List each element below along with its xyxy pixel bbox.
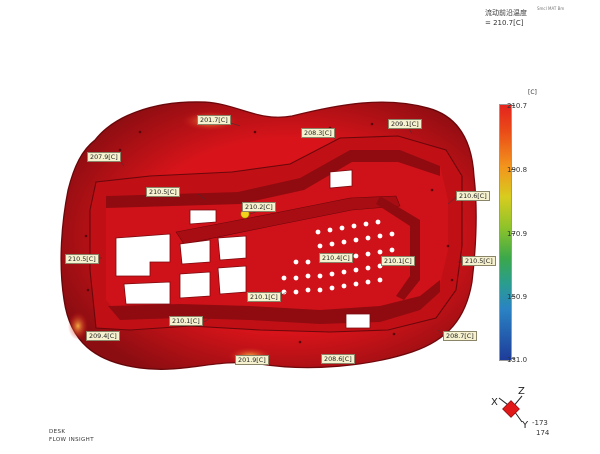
legend-label: 150.9	[507, 293, 528, 301]
temperature-probe[interactable]: 210.2[C]	[242, 202, 276, 212]
legend-label: 190.8	[507, 166, 528, 174]
temperature-probe[interactable]: 210.1[C]	[169, 316, 203, 326]
triad-readout: -173	[532, 419, 548, 427]
color-legend-bar	[499, 104, 512, 361]
legend-label: 170.9	[507, 230, 528, 238]
legend-tick	[511, 169, 515, 170]
header-tiny-marks: Smcl MAT Bm	[537, 6, 565, 11]
result-title: 流动前沿温度	[485, 9, 527, 17]
legend-unit: [C]	[528, 89, 537, 96]
temperature-probe[interactable]: 201.9[C]	[235, 355, 269, 365]
result-value: = 210.7[C]	[485, 19, 524, 27]
legend-tick	[511, 105, 515, 106]
legend-tick	[511, 358, 515, 359]
legend-tick	[511, 296, 515, 297]
temperature-probe[interactable]: 209.4[C]	[86, 331, 120, 341]
triad-y-label: Y	[522, 420, 529, 431]
triad-readout: 174	[536, 429, 550, 437]
axis-triad[interactable]	[498, 395, 523, 423]
legend-tick	[511, 233, 515, 234]
temperature-probe[interactable]: 210.5[C]	[65, 254, 99, 264]
temperature-probe[interactable]: 208.6[C]	[321, 354, 355, 364]
temperature-probe[interactable]: 210.1[C]	[247, 292, 281, 302]
hot-spot-left	[68, 312, 88, 340]
triad-x-label: X	[491, 397, 498, 408]
temperature-probe[interactable]: 210.4[C]	[319, 253, 353, 263]
temperature-probe[interactable]: 209.1[C]	[388, 119, 422, 129]
temperature-probe[interactable]: 210.6[C]	[456, 191, 490, 201]
temperature-probe[interactable]: 208.3[C]	[301, 128, 335, 138]
diagonal-rib	[175, 195, 401, 245]
temperature-probe[interactable]: 210.5[C]	[462, 256, 496, 266]
window-openings	[115, 169, 371, 329]
right-rib	[376, 196, 420, 300]
temperature-probe[interactable]: 210.1[C]	[381, 256, 415, 266]
temperature-probe[interactable]: 207.9[C]	[87, 152, 121, 162]
legend-label: 131.0	[507, 356, 528, 364]
temperature-probe[interactable]: 210.5[C]	[146, 187, 180, 197]
brand-line-2: FLOW INSIGHT	[49, 437, 94, 443]
channel-wall-lower	[108, 280, 440, 324]
hole-grid	[281, 219, 395, 295]
temperature-probe[interactable]: 208.7[C]	[443, 331, 477, 341]
triad-z-label: Z	[518, 386, 525, 397]
temperature-probe[interactable]: 201.7[C]	[197, 115, 231, 125]
brand-line-1: DESK	[49, 429, 66, 435]
channel-wall-upper	[106, 150, 440, 208]
legend-label: 210.7	[507, 102, 528, 110]
